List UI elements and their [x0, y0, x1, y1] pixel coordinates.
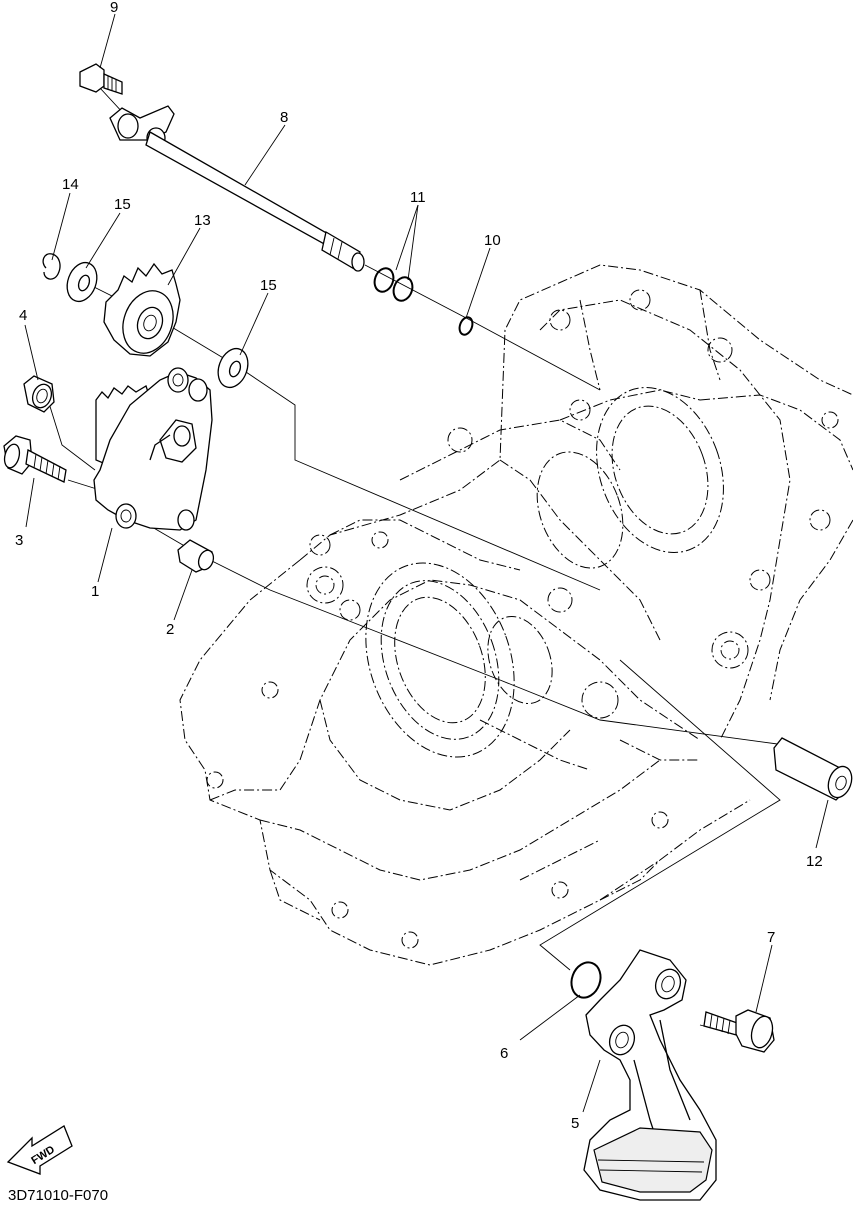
oil-pump-1: [93, 367, 213, 531]
callout-13: 13: [194, 212, 211, 229]
callout-4: 4: [19, 307, 28, 324]
o-rings-11: [373, 267, 414, 302]
dowel-pin-2: [177, 539, 215, 573]
callout-9: 9: [110, 0, 119, 16]
callout-3: 3: [15, 532, 24, 549]
callout-12: 12: [806, 853, 823, 870]
figure-code: 3D71010-F070: [8, 1187, 109, 1204]
circlip-14: [42, 253, 61, 280]
washer-15-upper: [66, 261, 98, 303]
alignment-lines: [47, 87, 786, 1031]
bolt-3: [3, 435, 67, 483]
crankcase-outline: [179, 264, 853, 966]
gear-13: [103, 262, 181, 357]
callout-10: 10: [484, 232, 501, 249]
fwd-arrow: FWD: [6, 1125, 73, 1175]
strainer-5: [583, 949, 717, 1201]
callout-15a: 15: [114, 196, 131, 213]
callout-11: 11: [410, 189, 426, 206]
o-ring-6: [570, 961, 602, 999]
callout-5: 5: [571, 1115, 580, 1132]
callout-6: 6: [500, 1045, 509, 1062]
pin-12: [773, 737, 853, 801]
callout-1: 1: [91, 583, 100, 600]
shaft-8: [109, 105, 365, 272]
bolt-9: [79, 63, 123, 95]
oil-seal-4: [23, 375, 55, 413]
callout-15b: 15: [260, 277, 277, 294]
callout-8: 8: [280, 109, 289, 126]
callout-leaders: [24, 13, 829, 1113]
callout-14: 14: [62, 176, 79, 193]
callout-7: 7: [767, 929, 776, 946]
washer-15-lower: [217, 347, 249, 389]
bolt-7: [703, 1009, 775, 1053]
o-ring-10: [458, 316, 474, 336]
callout-2: 2: [166, 621, 175, 638]
